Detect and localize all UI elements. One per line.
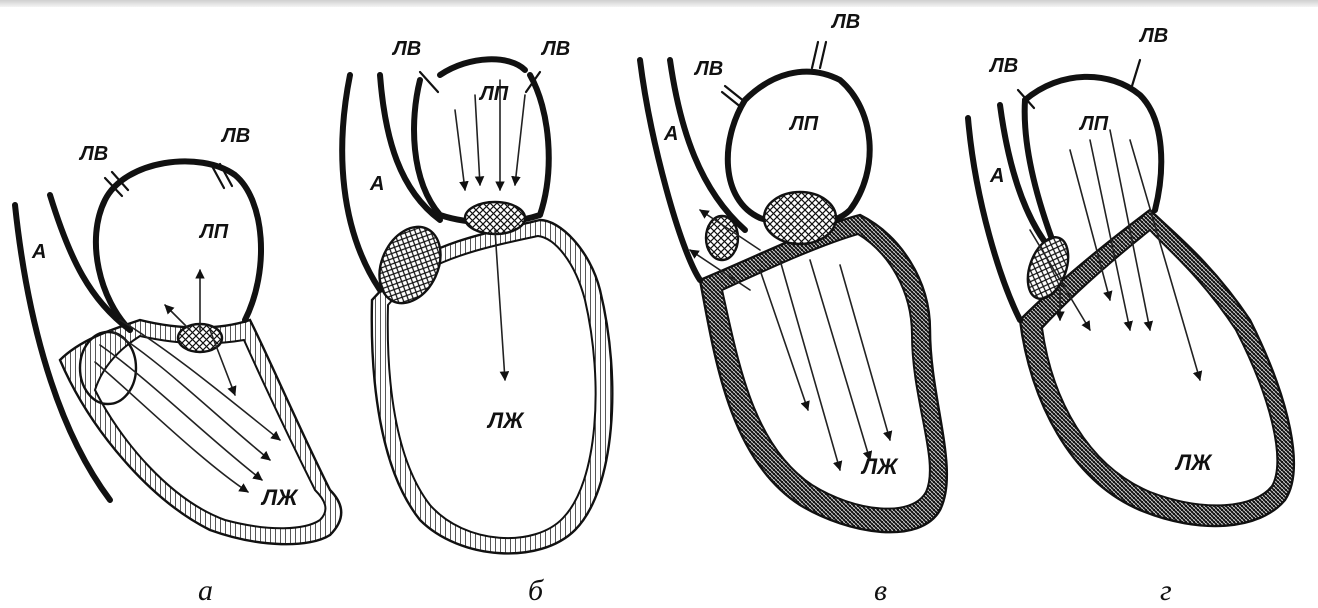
panel-g-label-ventricle: ЛЖ (1174, 450, 1213, 475)
panel-a-label-atrium: ЛП (198, 221, 229, 243)
panel-a-label-ventricle: ЛЖ (260, 485, 299, 510)
caption-g: г (1160, 574, 1172, 607)
panel-v-aortic-valve (706, 216, 738, 260)
panel-v: ЛВ ЛВ ЛП А ЛЖ в (640, 11, 947, 607)
panel-v-vein-mark-2 (725, 86, 745, 102)
panel-b-label-vein-right: ЛВ (540, 38, 570, 60)
panel-v-label-vein-right: ЛВ (830, 11, 860, 33)
panel-v-label-ventricle: ЛЖ (860, 454, 899, 479)
panel-a-atrium (96, 161, 261, 330)
panel-v-label-aorta: А (663, 123, 678, 145)
panel-v-vein-mark-4 (820, 42, 826, 68)
panel-v-aorta-outer (640, 60, 700, 280)
panel-g-aorta-outer (968, 118, 1020, 320)
panel-a-label-aorta: А (31, 241, 46, 263)
panel-a-label-vein-right: ЛВ (220, 125, 250, 147)
panel-b-label-vein-left: ЛВ (391, 38, 421, 60)
panel-g-label-aorta: А (989, 165, 1004, 187)
panel-v-vein-mark-3 (812, 42, 818, 68)
panel-v-vein-mark-1 (722, 92, 742, 108)
panel-g-label-atrium: ЛП (1078, 113, 1109, 135)
panel-v-mitral-valve (764, 192, 836, 244)
panel-v-label-atrium: ЛП (788, 113, 819, 135)
panel-g-label-vein-left: ЛВ (988, 55, 1018, 77)
panel-b: ЛВ ЛВ ЛП А ЛЖ б (342, 38, 612, 607)
panel-b-label-aorta: А (369, 173, 384, 195)
panel-g-label-vein-right: ЛВ (1138, 25, 1168, 47)
panel-b-vein-mark-1 (420, 72, 438, 92)
caption-a: а (198, 574, 213, 607)
panel-a: ЛВ ЛВ ЛП А ЛЖ а (15, 125, 341, 607)
panel-b-label-atrium: ЛП (478, 83, 509, 105)
panel-v-label-vein-left: ЛВ (693, 58, 723, 80)
panel-a-aorta-inner (50, 195, 130, 330)
panel-g-atrium (1025, 77, 1161, 210)
panel-g: ЛВ ЛВ ЛП А ЛЖ г (968, 25, 1294, 607)
caption-b: б (528, 574, 544, 607)
panel-b-atrium-top (440, 59, 525, 75)
caption-v: в (874, 574, 887, 607)
panel-b-label-ventricle: ЛЖ (486, 408, 525, 433)
panel-v-aorta-inner (670, 60, 745, 230)
panel-g-vein-mark-2 (1132, 60, 1140, 86)
panel-a-label-vein-left: ЛВ (78, 143, 108, 165)
